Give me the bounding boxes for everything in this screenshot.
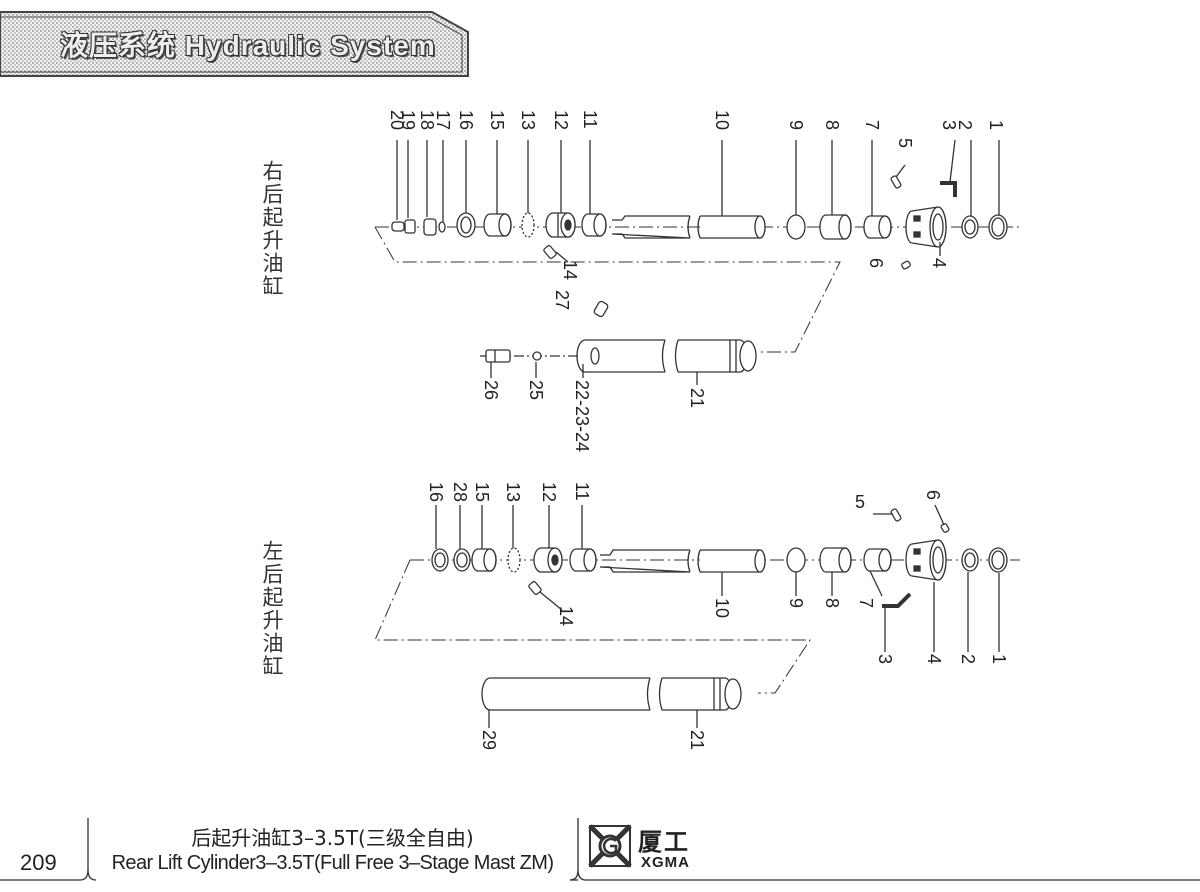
callout-number: 7 <box>862 120 882 130</box>
callout-number: 15 <box>487 110 507 130</box>
left-cylinder-assembly <box>374 504 1020 728</box>
footer-rules <box>0 818 1200 881</box>
callout-number: 13 <box>518 110 538 130</box>
callout-number: 25 <box>526 380 546 400</box>
callout-number: 9 <box>786 120 806 130</box>
callout-number: 20 <box>387 110 407 130</box>
callout-number: 27 <box>552 290 572 310</box>
callout-number: 8 <box>822 120 842 130</box>
callout-number: 10 <box>712 598 732 618</box>
callout-number: 7 <box>856 598 876 608</box>
callout-number: 6 <box>866 258 886 268</box>
callout-number: 6 <box>923 490 943 500</box>
callout-number: 14 <box>560 260 580 280</box>
callout-number: 12 <box>539 482 559 502</box>
callout-number: 17 <box>433 110 453 130</box>
callout-number: 4 <box>924 654 944 664</box>
callout-number: 13 <box>503 482 523 502</box>
callout-number: 21 <box>687 730 707 750</box>
section-title: 液压系统 Hydraulic System <box>60 30 436 61</box>
caption-english: Rear Lift Cylinder3–3.5T(Full Free 3–Sta… <box>111 852 554 874</box>
callout-number: 11 <box>572 482 592 501</box>
callout-number: 2 <box>955 120 975 130</box>
callout-number: 3 <box>939 120 959 130</box>
callout-number: 5 <box>895 138 915 148</box>
callout-number: 5 <box>855 492 865 512</box>
callout-number: 9 <box>786 598 806 608</box>
callout-number: 18 <box>417 110 437 130</box>
callout-number: 21 <box>687 388 707 408</box>
callout-number: 15 <box>472 482 492 502</box>
callout-number: 1 <box>989 654 1009 664</box>
callout-number: 12 <box>551 110 571 130</box>
callout-number: 14 <box>556 606 576 626</box>
logo-text-chinese: 厦工 <box>638 828 690 856</box>
callout-number: 1 <box>986 120 1006 130</box>
page-number: 209 <box>20 850 57 875</box>
callout-number: 16 <box>456 110 476 130</box>
right-cylinder-label: 右后起升油缸 <box>260 160 284 298</box>
right-cylinder-assembly <box>374 139 1020 385</box>
callout-number: 28 <box>450 482 470 502</box>
callout-number: 3 <box>875 654 895 664</box>
callout-number: 2 <box>958 654 978 664</box>
callout-number: 11 <box>580 110 600 129</box>
callout-number: 16 <box>426 482 446 502</box>
callout-number: 26 <box>481 380 501 400</box>
header-tab <box>0 11 469 77</box>
logo-text-english: XGMA <box>641 854 690 871</box>
callout-number: 4 <box>929 258 949 268</box>
callout-number: 19 <box>398 110 418 130</box>
caption-chinese: 后起升油缸3–3.5T(三级全自由) <box>191 826 474 850</box>
left-cylinder-label: 左后起升油缸 <box>260 540 284 678</box>
callout-number: 8 <box>822 598 842 608</box>
callout-number: 29 <box>479 730 499 750</box>
callout-number: 22-23-24 <box>572 380 592 452</box>
callout-number: 10 <box>712 110 732 130</box>
xgma-logo-icon <box>588 824 632 868</box>
callout-labels: 20 19 18 17 16 15 13 12 11 10 9 8 7 5 3 … <box>387 110 1009 750</box>
